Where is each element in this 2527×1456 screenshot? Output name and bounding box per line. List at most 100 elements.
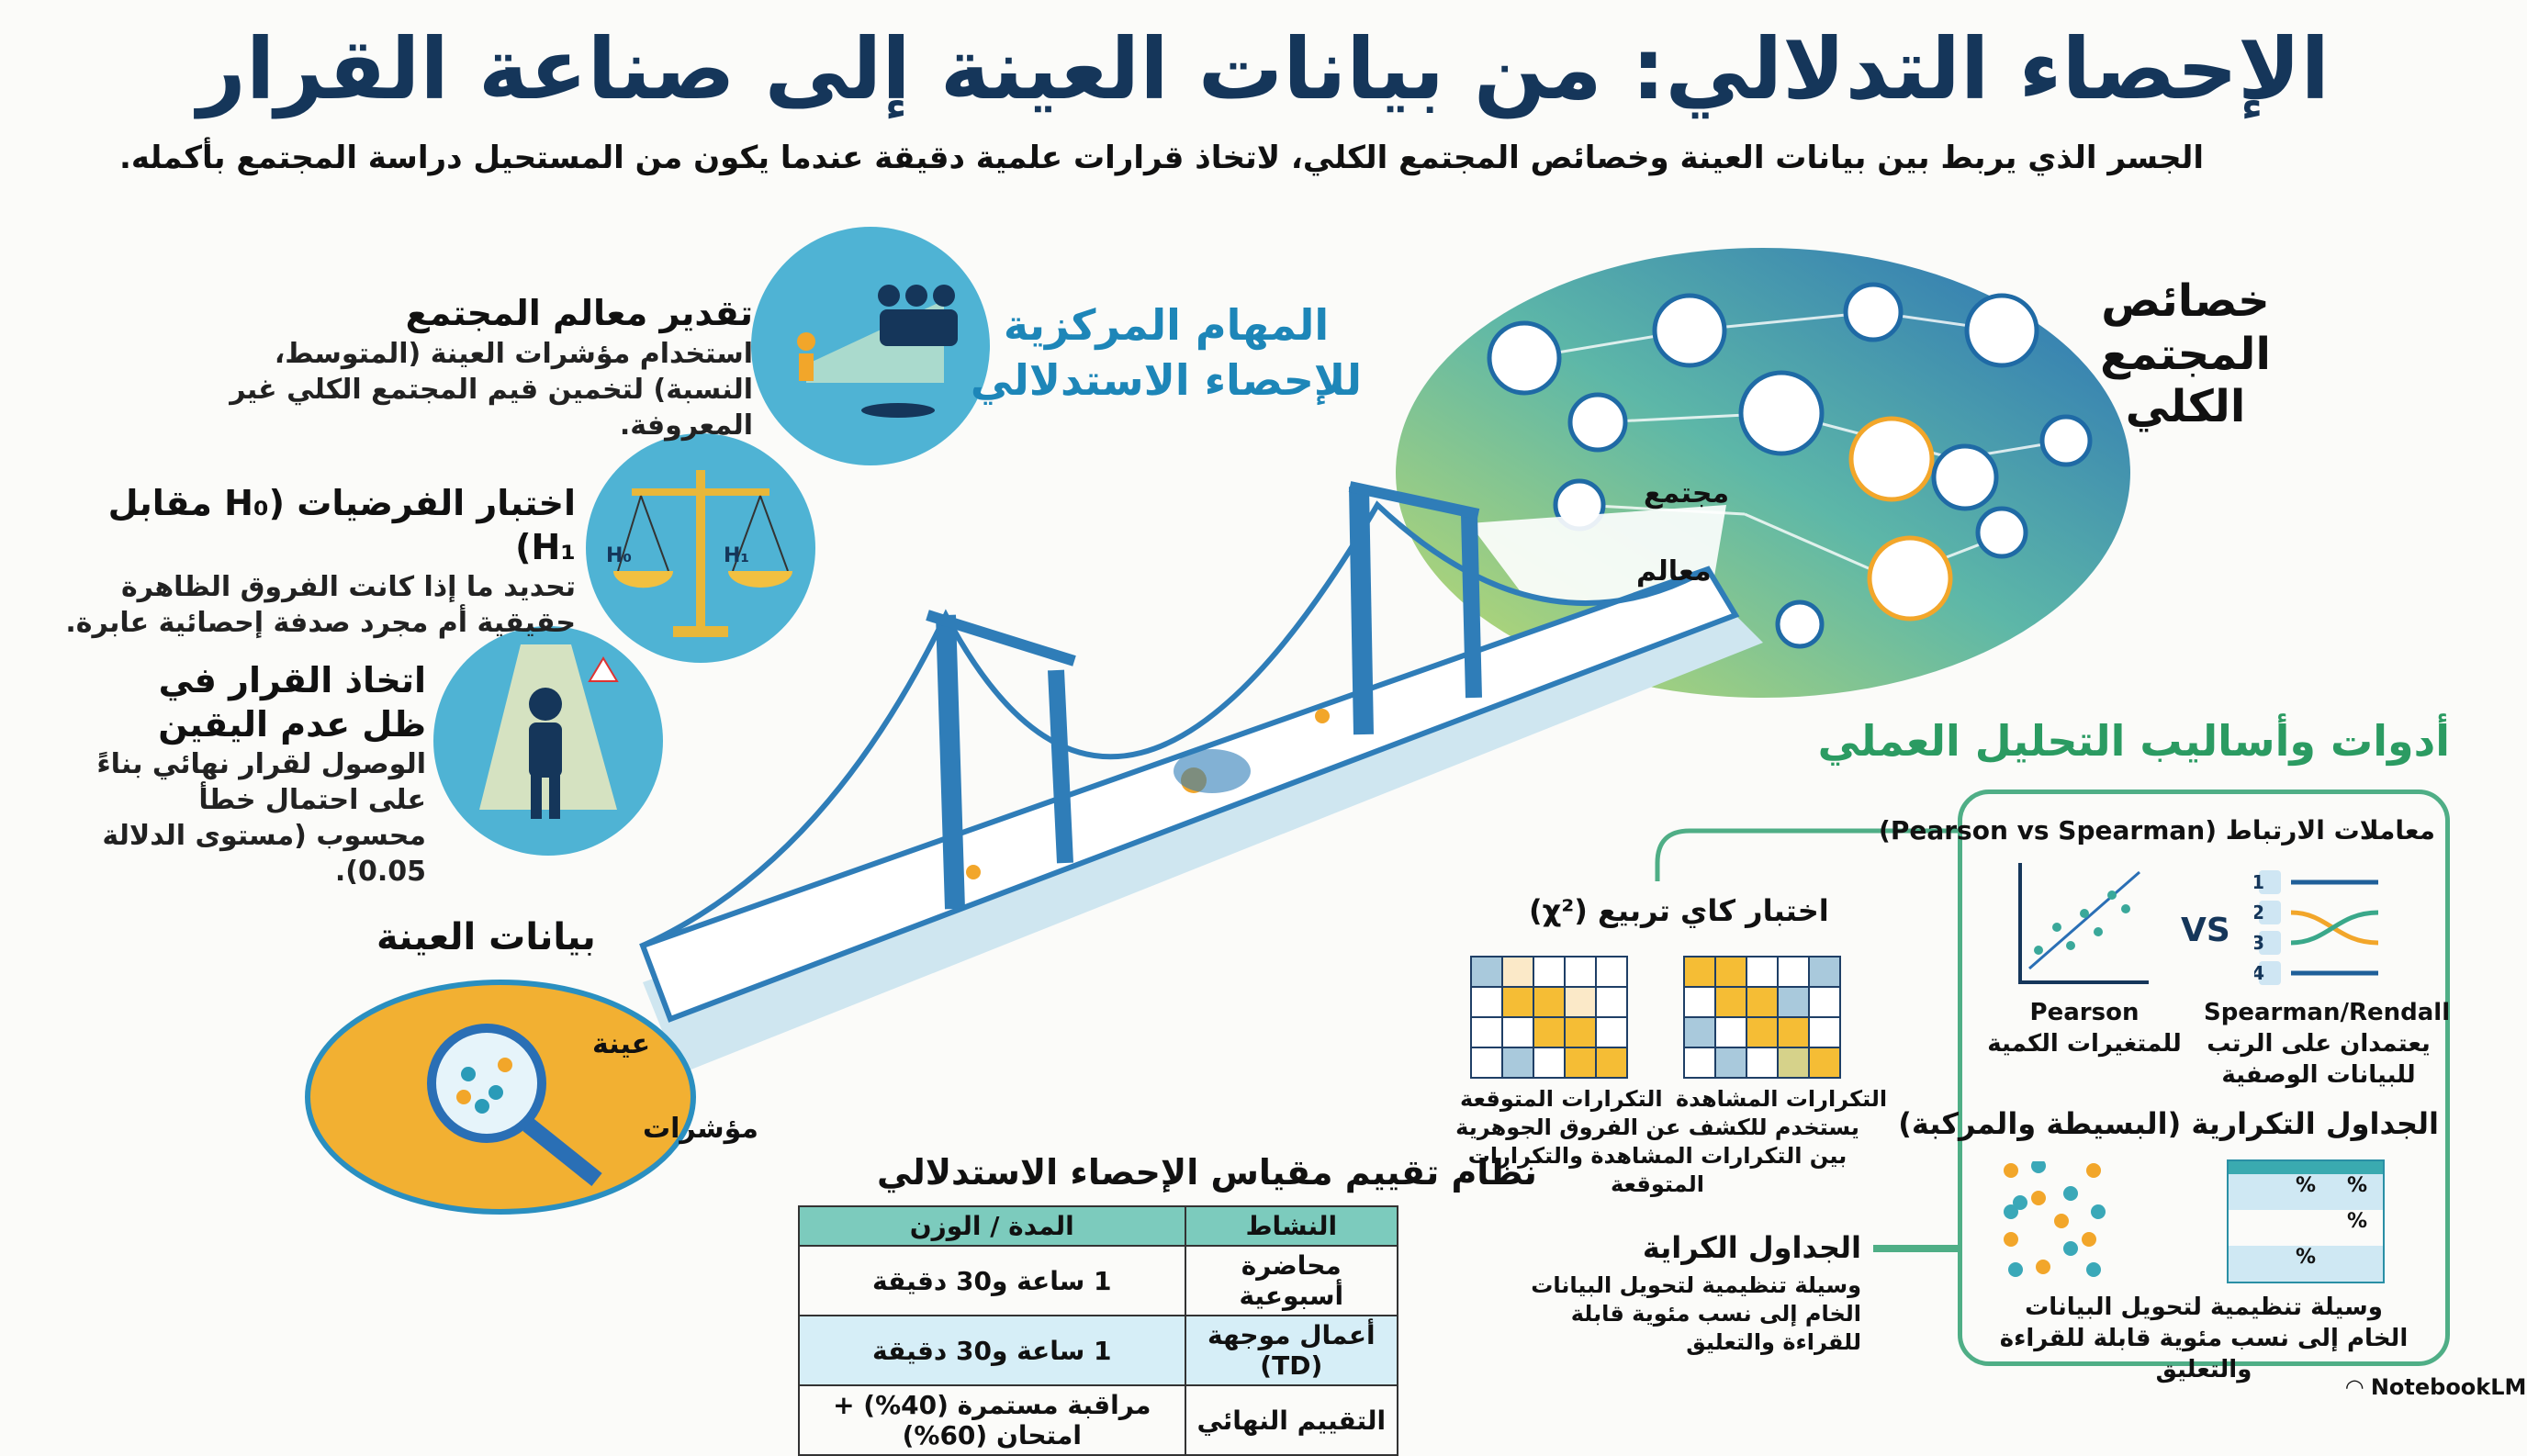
tools-box [1958, 790, 2450, 1366]
chi-grid-cell [1501, 1047, 1534, 1079]
chi-grid-cell [1683, 1016, 1716, 1048]
chi-grid-cell [1564, 986, 1597, 1018]
chi-grid-cell [1470, 956, 1503, 988]
percent-cell: % [2280, 1174, 2331, 1210]
freq-title: الجداول التكرارية (البسيطة والمركبة) [1898, 1106, 2439, 1141]
chi-grid-cell [1595, 1016, 1628, 1048]
h0-label: H₀ [606, 544, 632, 567]
header-activity: النشاط [1184, 1205, 1399, 1247]
chi-title: اختبار كاي تربيع (χ²) [1529, 893, 1829, 928]
rank-3: 3 [2254, 932, 2264, 954]
correlation-title: معاملات الارتباط (Pearson vs Spearman) [1879, 815, 2435, 846]
chi-grids [1470, 956, 1841, 1079]
chi-grid-cell [1564, 1047, 1597, 1079]
subtitle: الجسر الذي يربط بين بيانات العينة وخصائص… [119, 140, 2204, 176]
chi-desc: يستخدم للكشف عن الفروق الجوهرية بين التك… [1455, 1114, 1859, 1198]
chi-grid-cell [1564, 1016, 1597, 1048]
vs-label: VS [2181, 912, 2230, 949]
tools-heading: أدوات وأساليب التحليل العملي [1817, 716, 2450, 766]
chi-grid-cell [1533, 956, 1566, 988]
rank-4: 4 [2254, 962, 2264, 984]
chi-grid-cell [1470, 1016, 1503, 1048]
estimation-icon [751, 227, 990, 465]
task-text: الوصول لقرار نهائي بناءً على احتمال خطأ … [96, 748, 426, 888]
chi-grid-cell [1564, 956, 1597, 988]
chi-grid-cell [1501, 956, 1534, 988]
cell: أعمال موجهة (TD) [1184, 1315, 1399, 1386]
task-text: استخدام مؤشرات العينة (المتوسط، النسبة) … [230, 337, 753, 442]
chi-grid-cell [1714, 1016, 1747, 1048]
chi-grid-cell [1533, 986, 1566, 1018]
spearman-desc: يعتمدان على الرتب للبيانات الوصفية [2207, 1029, 2431, 1089]
population-network [1396, 248, 2130, 698]
pearson-name: Pearson [2029, 999, 2140, 1026]
chi-grid-cell [1808, 986, 1841, 1018]
task-title: اختبار الفرضيات (H₀ مقابل H₁) [107, 483, 576, 567]
chi-grid-cell [1533, 1016, 1566, 1048]
expected-label: التكرارات المتوقعة [1460, 1086, 1663, 1112]
percent-cell: % [2280, 1246, 2331, 1282]
task-text: تحديد ما إذا كانت الفروق الظاهرة حقيقية … [65, 571, 576, 639]
sample-data-ellipse [305, 980, 696, 1215]
task-estimation: تقدير معالم المجتمع استخدام مؤشرات العين… [55, 292, 753, 443]
parameters-label: معالم [1636, 555, 1712, 588]
spearman-label: Spearman/Rendall يعتمدان على الرتب للبيان… [2204, 998, 2451, 1091]
rank-1: 1 [2254, 871, 2264, 893]
chi-grid-cell [1683, 986, 1716, 1018]
chi-grid-cell [1595, 956, 1628, 988]
chi-grid-cell [1746, 986, 1779, 1018]
task-decision: اتخاذ القرار في ظل عدم اليقين الوصول لقر… [95, 659, 426, 890]
chi-grid-cell [1683, 956, 1716, 988]
page-title: الإحصاء التدلالي: من بيانات العينة إلى ص… [197, 20, 2330, 118]
chi-grid-cell [1714, 956, 1747, 988]
sample-heading: بيانات العينة [376, 916, 596, 958]
chi-grid-cell [1714, 986, 1747, 1018]
data-dots-icon [2004, 1161, 2106, 1277]
cell: التقييم النهائي [1184, 1384, 1399, 1456]
header-duration: المدة / الوزن [798, 1205, 1186, 1247]
bridge-illustration [639, 481, 1763, 1074]
freq-desc: وسيلة تنظيمية لتحويل البيانات الخام إلى … [1999, 1294, 2409, 1383]
grading-title: نظام تقييم مقياس الإحصاء الاستدلالي [877, 1152, 1537, 1193]
center-heading: المهام المركزية للإحصاء الاستدلالي [970, 300, 1363, 405]
rank-2: 2 [2254, 902, 2264, 924]
chi-grid-cell [1533, 1047, 1566, 1079]
percent-cell: % [2331, 1174, 2383, 1210]
percent-cell: % [2346, 1210, 2368, 1233]
spearman-name: Spearman/Rendall [2204, 999, 2451, 1026]
observed-label: التكرارات المشاهدة [1676, 1086, 1888, 1112]
task-title: اتخاذ القرار في ظل عدم اليقين [158, 660, 426, 745]
chi-grid-cell [1808, 1047, 1841, 1079]
chi-grid-cell [1746, 1047, 1779, 1079]
cross-title: الجداول الكراية [1642, 1230, 1861, 1265]
indicators-label: مؤشرات [643, 1113, 758, 1145]
chi-grid-cell [1777, 1047, 1810, 1079]
cell: 1 ساعة و30 دقيقة [798, 1245, 1186, 1316]
scatter-plot-icon [2018, 863, 2149, 984]
cross-desc: وسيلة تنظيمية لتحويل البيانات الخام إلى … [1531, 1272, 1861, 1356]
chi-grid-cell [1595, 1047, 1628, 1079]
notebooklm-brand: ◠ NotebookLM [2346, 1374, 2526, 1400]
table-row: أعمال موجهة (TD)1 ساعة و30 دقيقة [798, 1315, 1399, 1386]
h1-label: H₁ [724, 544, 749, 567]
chi-grid-cell [1746, 956, 1779, 988]
brand-text: NotebookLM [2370, 1374, 2527, 1400]
task-title: تقدير معالم المجتمع [405, 293, 753, 333]
notebooklm-logo-icon: ◠ [2346, 1374, 2371, 1400]
chi-grid-cell [1777, 1016, 1810, 1048]
chi-grid-cell [1808, 1016, 1841, 1048]
cell: 1 ساعة و30 دقيقة [798, 1315, 1186, 1386]
frequency-table-icon: %% % % [2227, 1159, 2385, 1283]
population-label: مجتمع [1644, 477, 1730, 510]
cell: محاضرة أسبوعية [1184, 1245, 1399, 1316]
chi-grid-cell [1501, 986, 1534, 1018]
chi-grid-cell [1808, 956, 1841, 988]
rank-arrows-icon: 1 2 3 4 [2254, 870, 2379, 985]
chi-grid-cell [1501, 1016, 1534, 1048]
sample-label: عينة [592, 1028, 651, 1060]
connector-lines [1655, 828, 1960, 1252]
